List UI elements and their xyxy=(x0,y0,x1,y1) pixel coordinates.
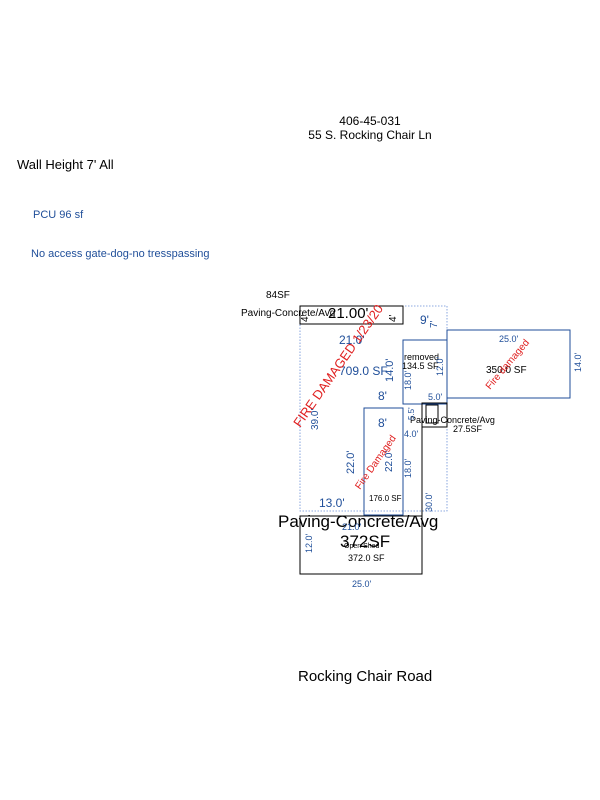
wall-height-note: Wall Height 7' All xyxy=(17,157,114,172)
main-left-dim: 39.0' xyxy=(310,409,321,430)
big-paving-area: 372SF xyxy=(340,532,390,551)
dim-12: 12.0' xyxy=(435,356,445,376)
open-shed-room xyxy=(299,515,423,575)
main-top-dim: 21.0' xyxy=(339,333,365,347)
parcel-id: 406-45-031 xyxy=(339,114,401,128)
top-area-label: 84SF xyxy=(266,290,290,301)
dim-55: 5.5' xyxy=(407,407,416,420)
center-room xyxy=(363,407,404,516)
dim-21: 21.0' xyxy=(342,522,362,532)
small-inner-box xyxy=(425,404,439,424)
dim-22b: 22.0' xyxy=(384,451,395,472)
dim-7: 7' xyxy=(429,320,440,328)
dim-18a: 18.0' xyxy=(403,370,413,390)
center-area: 176.0 SF xyxy=(369,494,402,503)
bottom-dim: 25.0' xyxy=(352,579,372,589)
removed-area: 134.5 SF xyxy=(402,361,439,371)
dim-18b: 18.0' xyxy=(403,458,413,478)
right-top-dim: 25.0' xyxy=(499,334,519,344)
right-side-dim: 14.0' xyxy=(573,352,583,372)
main-area: 709.0 SF xyxy=(339,364,388,378)
dim-40: 4.0' xyxy=(404,429,419,439)
top-paving-box xyxy=(299,305,404,325)
dim-8a: 8' xyxy=(378,389,387,403)
top-side-right-dim: 4' xyxy=(388,314,399,322)
dim-22a: 22.0' xyxy=(345,450,357,474)
open-shed-label: Open Shed xyxy=(344,543,380,550)
removed-label: removed xyxy=(404,352,439,362)
dim-30: 30.0' xyxy=(424,492,434,512)
road-label: Rocking Chair Road xyxy=(298,668,432,685)
pcu-note: PCU 96 sf xyxy=(33,209,84,221)
dim-13: 13.0' xyxy=(319,496,345,510)
small-top-dim: 5.0' xyxy=(428,392,443,402)
big-paving-label: Paving-Concrete/Avg xyxy=(278,512,438,531)
small-area: 27.5SF xyxy=(453,424,483,434)
access-note: No access gate-dog-no tresspassing xyxy=(31,248,210,260)
dim-12b: 12.0' xyxy=(304,533,314,553)
right-room xyxy=(446,329,571,399)
small-paving-box xyxy=(421,402,448,428)
small-paving-label: Paving-Concrete/Avg xyxy=(410,415,495,425)
top-dim-label: 21.00' xyxy=(328,305,369,322)
dim-8b: 8' xyxy=(378,416,387,430)
dim-9: 9' xyxy=(420,313,429,327)
top-paving-label: Paving-Concrete/Avg xyxy=(241,308,335,319)
property-address: 55 S. Rocking Chair Ln xyxy=(308,128,432,142)
top-side-left-dim: 4' xyxy=(300,314,311,322)
bottom-area: 372.0 SF xyxy=(348,553,385,563)
right-area: 350.0 SF xyxy=(486,365,527,376)
dim-14: 14.0' xyxy=(384,358,396,382)
